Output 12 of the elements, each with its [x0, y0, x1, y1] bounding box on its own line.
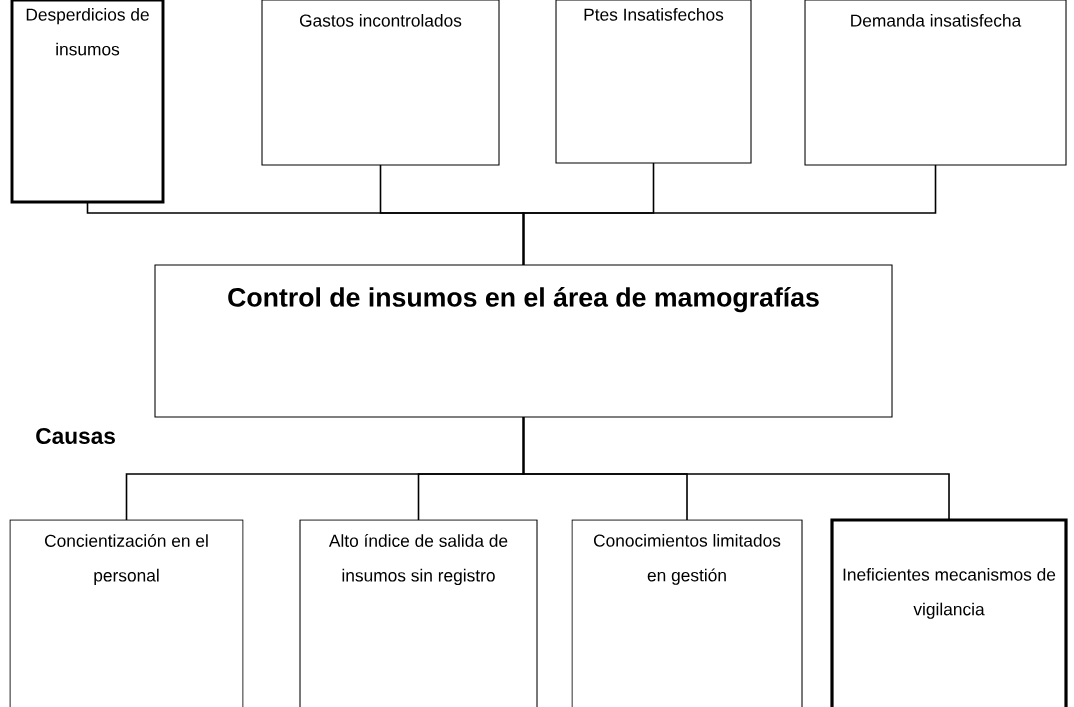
connector-line	[522, 164, 937, 266]
text-box: Concientización en el personal	[9, 519, 244, 707]
text-box: Conocimientos limitados en gestión	[571, 519, 803, 707]
text-box: Gastos incontrolados	[261, 0, 500, 166]
text-box: Ineficientes mecanismos de vigilancia	[830, 518, 1068, 707]
section-label: Causas	[36, 428, 115, 445]
text-box: Ptes Insatisfechos	[555, 0, 752, 164]
connector-line	[522, 416, 950, 521]
text-box: Control de insumos en el área de mamografías	[154, 264, 893, 418]
text-box: Desperdicios de insumos	[10, 0, 165, 204]
text-box: Alto índice de salida de insumos sin registro	[299, 519, 538, 707]
text-box: Demanda insatisfecha	[804, 0, 1067, 166]
